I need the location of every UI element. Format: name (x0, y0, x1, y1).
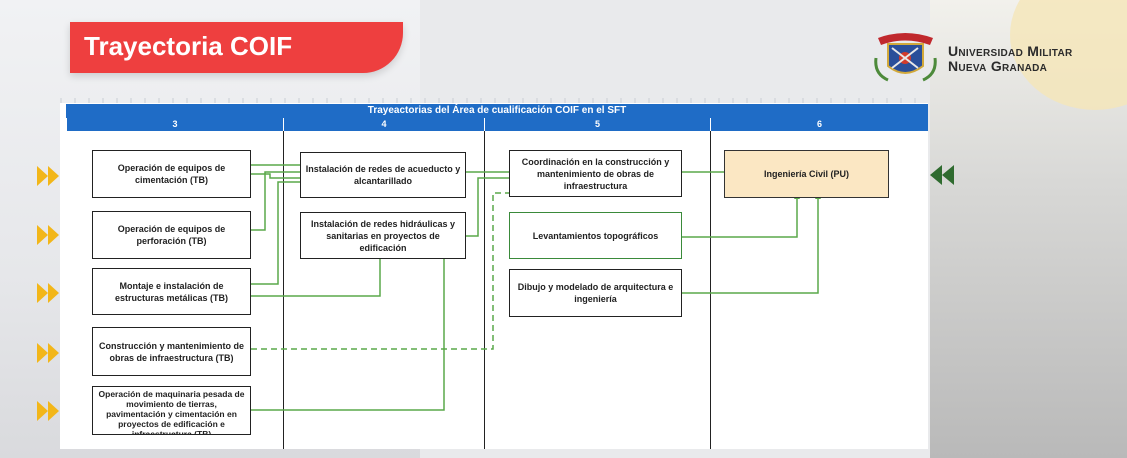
node-op-cimentacion: Operación de equipos de cimentación (TB) (92, 150, 251, 198)
node-maquinaria: Operación de maquinaria pesada de movimi… (92, 386, 251, 435)
entry-arrow-icon (37, 166, 59, 186)
node-dibujo: Dibujo y modelado de arquitectura e inge… (509, 269, 682, 317)
diagram-banner: Trayeactorias del Área de cualificación … (66, 104, 928, 118)
link-line (251, 173, 300, 179)
entry-arrow-icon (37, 225, 59, 245)
column-divider (283, 131, 284, 449)
university-name-line1: Universidad Militar (948, 43, 1073, 59)
university-name-line2: Nueva Granada (948, 58, 1048, 74)
column-divider (710, 131, 711, 449)
university-name: Universidad Militar Nueva Granada (948, 44, 1073, 74)
column-header-6: 6 (710, 118, 928, 131)
node-construccion: Construcción y mantenimiento de obras de… (92, 327, 251, 376)
exit-arrow-icon (930, 165, 964, 185)
column-header-5: 5 (484, 118, 710, 131)
link-line (682, 199, 798, 238)
node-ingenieria-civil: Ingeniería Civil (PU) (724, 150, 889, 198)
link-line (251, 259, 445, 411)
entry-arrow-icon (37, 283, 59, 303)
column-divider (484, 131, 485, 449)
title-banner (70, 22, 403, 73)
column-header-4: 4 (283, 118, 484, 131)
dashed-link-line (251, 192, 509, 350)
university-crest-icon (874, 33, 937, 82)
link-line (682, 199, 819, 294)
entry-arrow-icon (37, 343, 59, 363)
node-montaje: Montaje e instalación de estructuras met… (92, 268, 251, 315)
node-coordinacion: Coordinación en la construcción y manten… (509, 150, 682, 197)
ruler-strip (60, 98, 928, 103)
link-line (251, 259, 381, 297)
node-op-perforacion: Operación de equipos de perforación (TB) (92, 211, 251, 259)
entry-arrow-icon (37, 401, 59, 421)
node-redes-acueducto: Instalación de redes de acueducto y alca… (300, 152, 466, 198)
page-title: Trayectoria COIF (84, 31, 293, 61)
node-redes-hidraulicas: Instalación de redes hidráulicas y sanit… (300, 212, 466, 259)
link-line (251, 181, 300, 285)
column-header-3: 3 (66, 118, 283, 131)
link-line (251, 171, 300, 231)
node-levantamientos: Levantamientos topográficos (509, 212, 682, 259)
link-line (466, 177, 509, 237)
